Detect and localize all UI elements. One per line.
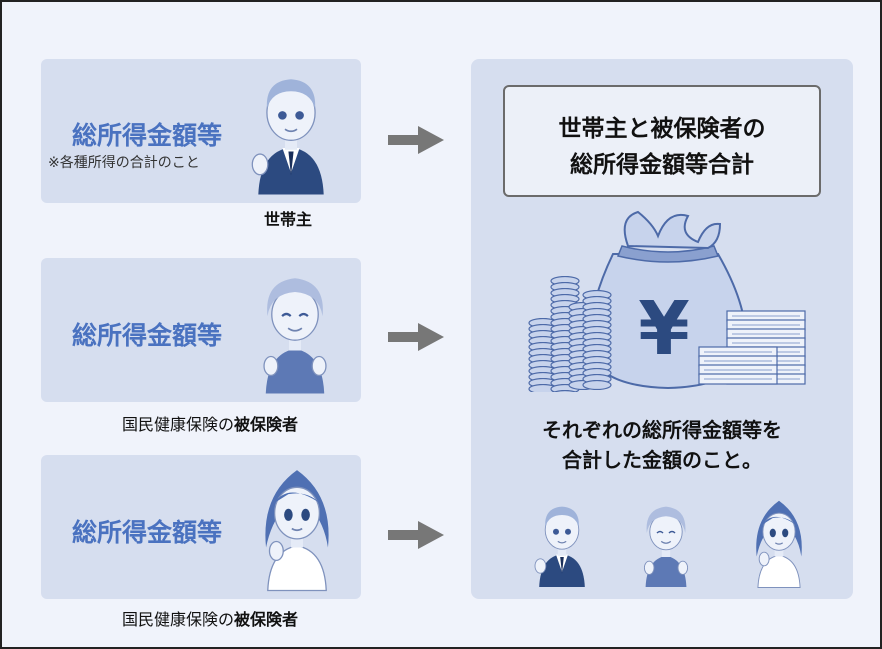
young-woman-icon: [748, 494, 810, 588]
banknote: [698, 373, 778, 385]
elderly-woman-icon: [252, 256, 338, 402]
description-line-1: それぞれの総所得金額等を: [542, 418, 782, 442]
money-illustration: ¥: [528, 210, 806, 392]
elderly-woman-icon: [636, 496, 696, 588]
card-title: 総所得金額等: [72, 321, 223, 350]
headline-line-2: 総所得金額等合計: [570, 152, 754, 178]
arrow-right-icon: [388, 521, 444, 549]
man-icon: [248, 56, 334, 204]
arrow-right-icon: [388, 126, 444, 154]
yen-symbol: ¥: [638, 286, 690, 372]
coin-stack-icon: [528, 276, 612, 392]
headline-box: 世帯主と被保険者の 総所得金額等合計: [503, 85, 821, 197]
man-icon: [532, 496, 592, 588]
card-caption: 国民健康保険の被保険者: [122, 610, 299, 629]
card-caption: 国民健康保険の被保険者: [122, 415, 299, 434]
description-line-2: 合計した金額のこと。: [562, 448, 762, 472]
headline-line-1: 世帯主と被保険者の: [558, 116, 766, 142]
card-caption: 世帯主: [264, 210, 313, 229]
young-woman-icon: [254, 452, 340, 600]
arrow-right-icon: [388, 323, 444, 351]
card-note: ※各種所得の合計のこと: [48, 155, 200, 171]
card-title: 総所得金額等: [72, 518, 223, 547]
coin: [582, 380, 612, 390]
card-title: 総所得金額等: [72, 121, 223, 150]
